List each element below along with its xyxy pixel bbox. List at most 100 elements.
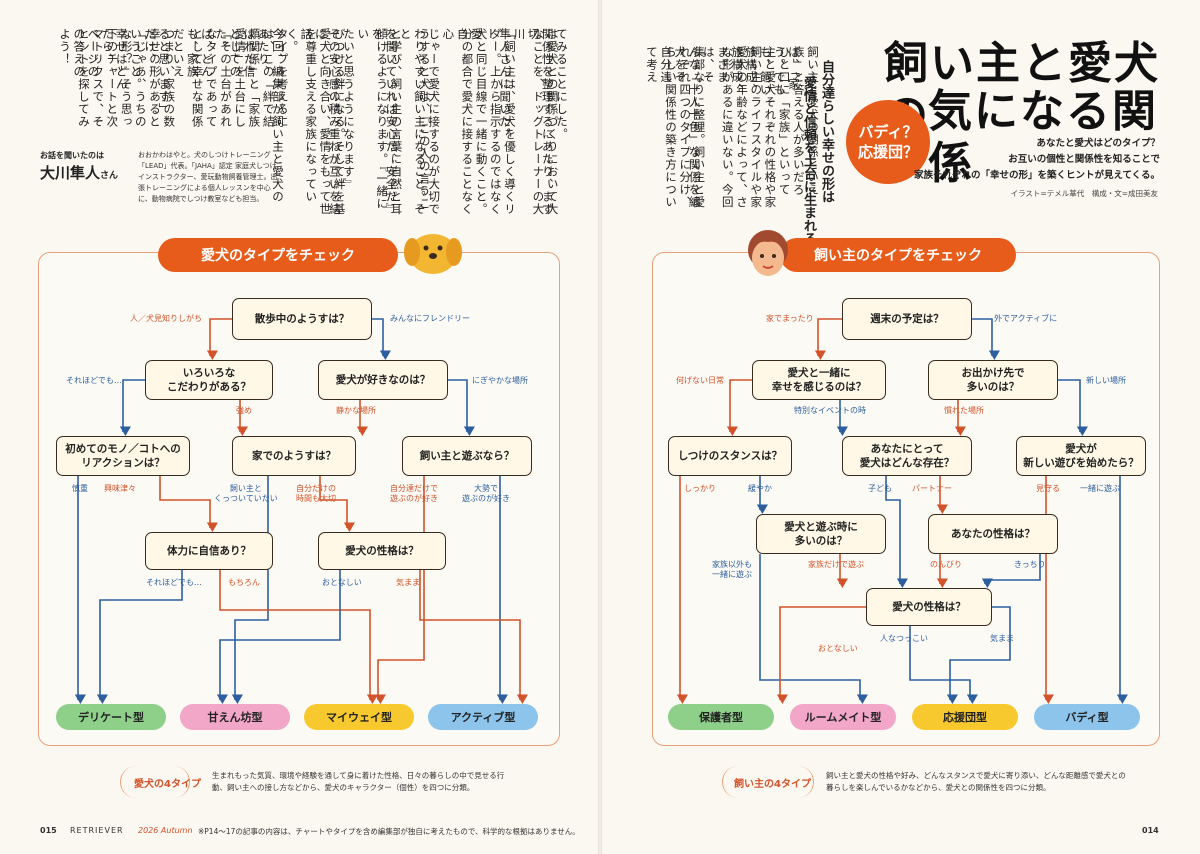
flow-arrow (981, 554, 1041, 588)
owner-q-dog-personality: 愛犬の性格は？ (866, 588, 992, 626)
left-body-column: なタイプであっても、家族 (185, 28, 219, 128)
dog-q-likes: 愛犬が好きなのは？ (318, 360, 448, 400)
owner-q-existence: あなたにとって 愛犬はどんな存在？ (842, 436, 972, 476)
owner-label: 見守る (1036, 484, 1060, 493)
dog-label: 飼い主と くっついていたい (214, 484, 278, 503)
owner-result-guardian: 保護者型 (668, 704, 774, 730)
right-body-column: 飼い主のライフスタイルや家族構成、 (730, 46, 764, 209)
owner-foot-text: 飼い主と愛犬の性格や好み、どんなスタンスで愛犬に寄り添い、どんな距離感で愛犬との… (826, 771, 1126, 792)
left-body-column: 今回、編集部が飼い主と愛犬の (271, 28, 285, 203)
owner-q-weekend: 週末の予定は？ (842, 298, 972, 340)
flow-arrow (946, 606, 1011, 704)
owner-label: 家でまったり (766, 314, 814, 323)
owner-q-your-personality: あなたの性格は？ (928, 514, 1058, 554)
right-credit: イラスト=テメル華代 構成・文=成田美友 (1010, 189, 1158, 198)
dog-foot-label: 愛犬の4タイプ (134, 779, 201, 790)
left-body-column: 傾けるようになります。『一緒にい (356, 28, 390, 210)
left-body-column: 隼人さんに聞いた。 (498, 28, 513, 141)
left-body-column: びつける絆になる。そして絆を基に (313, 28, 347, 216)
owner-label: のんびり (930, 560, 962, 569)
right-title-badge: バディ？ 応援団？ (846, 100, 930, 184)
page-gutter (598, 0, 602, 854)
owner-label: 子ども (868, 484, 892, 493)
left-body-column: を聞いていれば安心だ、安全だ』 (384, 28, 399, 216)
owner-q-playwith: 愛犬と遊ぶ時に 多いのは？ (756, 514, 886, 554)
dog-result-delicate: デリケート型 (56, 704, 166, 730)
owner-label: 家族以外も 一緒に遊ぶ (712, 560, 752, 579)
right-body-column: ひと口に「家族」といっても、飼い (758, 46, 792, 196)
dog-q-personality: 愛犬の性格は？ (318, 532, 446, 570)
disclaimer: ※P14～17の記事の内容は、チャートやタイプを含め編集部が独自に考えたもので、… (198, 827, 580, 836)
owner-foot-label: 飼い主の4タイプ (734, 779, 811, 790)
dog-foot-text: 生まれもった気質、環境や経験を通して身に着けた性格、日々の暮らしの中で見せる行動… (212, 771, 505, 792)
owner-label: 人なつっこい (880, 634, 928, 643)
flow-arrow (885, 476, 908, 588)
flow-arrow (1058, 379, 1088, 436)
expert-name: 大川隼人 (40, 164, 101, 182)
flow-arrow (319, 476, 355, 532)
left-body-column: ると思います」 (157, 28, 172, 116)
owner-illustration-icon (740, 226, 796, 282)
flow-arrow (216, 570, 341, 704)
owner-result-cheer: 応援団型 (912, 704, 1018, 730)
left-body-column: 頼関係」と「家族としての (228, 28, 262, 128)
dog-label: 人／犬見知りしがち (130, 314, 202, 323)
left-body-column: として幸せな関係だといえ (171, 28, 205, 128)
left-body-column: その安心感の積み重ねが互いを結 (327, 28, 342, 216)
left-body-column: 「飼い主は、愛犬を優しく導くリー (484, 28, 517, 216)
dog-label: にぎやかな場所 (472, 376, 528, 385)
owner-label: きっちり (1014, 560, 1046, 569)
dog-label: 気まま (396, 578, 420, 587)
dog-label: 自分達だけで 遊ぶのが好き (390, 484, 438, 503)
right-vertical-heading-1: 自分達らしい幸せの形は (819, 60, 834, 203)
dog-q-stamina: 体力に自信あり？ (145, 532, 273, 570)
right-body-column: らしい関係性の築き方について考え (645, 46, 678, 209)
left-body-column: な形？」そう思ったら、 (100, 28, 134, 128)
owner-label: 新しい場所 (1086, 376, 1126, 385)
flow-arrow (972, 318, 1000, 360)
owner-foot-bracket (722, 766, 814, 798)
flow-arrow (119, 379, 145, 436)
dog-label: 大勢で 遊ぶのが好き (462, 484, 510, 503)
dog-label: 自分だけの 時間も大切 (296, 484, 336, 503)
right-title-line2: 気になる関係 (928, 86, 1158, 189)
left-body-column: うすると犬は、『この人の言うこと (398, 28, 432, 210)
issue-label: 2026 Autumn (138, 826, 193, 835)
owner-q-newplay: 愛犬が 新しい遊びを始めたら？ (1016, 436, 1146, 476)
owner-label: 一緒に遊ぶ (1080, 484, 1120, 493)
left-body-column: 下のチャートと次ページの (86, 28, 120, 128)
expert-name-block: 大川隼人さん (40, 162, 118, 183)
flow-arrow (726, 379, 752, 436)
left-body-column: 関係性を整理するにあたり、まず (540, 28, 555, 216)
right-vertical-heading-2: 愛情と信頼を土台に生まれる (801, 76, 816, 245)
left-body-column: 「その土台があれば、どん (200, 28, 233, 128)
left-body-column: は愛犬との関係づくりにおいて大切 (526, 28, 560, 216)
owner-chart-title: 飼い主のタイプをチェック (780, 238, 1016, 272)
owner-result-roommate: ルームメイト型 (790, 704, 896, 730)
left-body-column: 「じゃあ、うちの幸せはどん (114, 28, 148, 128)
left-body-column: ヒントを探してみよう！ (58, 28, 91, 128)
left-body-column: 幸せの形があるということ。 (129, 28, 162, 128)
flow-arrow (419, 570, 528, 704)
right-lead: あなたと愛犬はどのタイプ？ お互いの個性と関係性を知ることで 家族それぞれの「幸… (913, 138, 1160, 181)
owner-label: おとなしい (818, 644, 858, 653)
right-body-column: な形があるに違いない。今回は、そ (701, 46, 735, 209)
left-body-column: タイプを考えるにあたり、 (256, 28, 290, 128)
page-number-left: 015 (40, 826, 57, 835)
dog-illustration-icon (402, 224, 464, 276)
right-body-column: れぞれ四つのタイプに分け、自分達 (659, 46, 693, 209)
flow-arrow (372, 318, 391, 360)
right-body-column: んな「十人十色」な関係を編 (687, 46, 702, 209)
dog-chart-arrows (74, 318, 528, 704)
expert-bio: おおかわはやと。犬のしつけトレーニング「LEAD」代表。「JAHA」認定 家庭犬… (138, 151, 278, 203)
dog-q-walk: 散歩中のようすは？ (232, 298, 372, 340)
flow-arrow (206, 318, 232, 360)
page-number-right: 014 (1142, 826, 1159, 835)
dog-result-active: アクティブ型 (428, 704, 538, 730)
owner-label: 外でアクティブに (994, 314, 1058, 323)
left-body-column: てみることにした。 (555, 28, 569, 141)
expert-suffix: さん (100, 171, 119, 181)
right-body-column: 愛犬の年齢などによって、さまざま (716, 46, 749, 209)
dog-label: 静かな場所 (336, 406, 376, 415)
